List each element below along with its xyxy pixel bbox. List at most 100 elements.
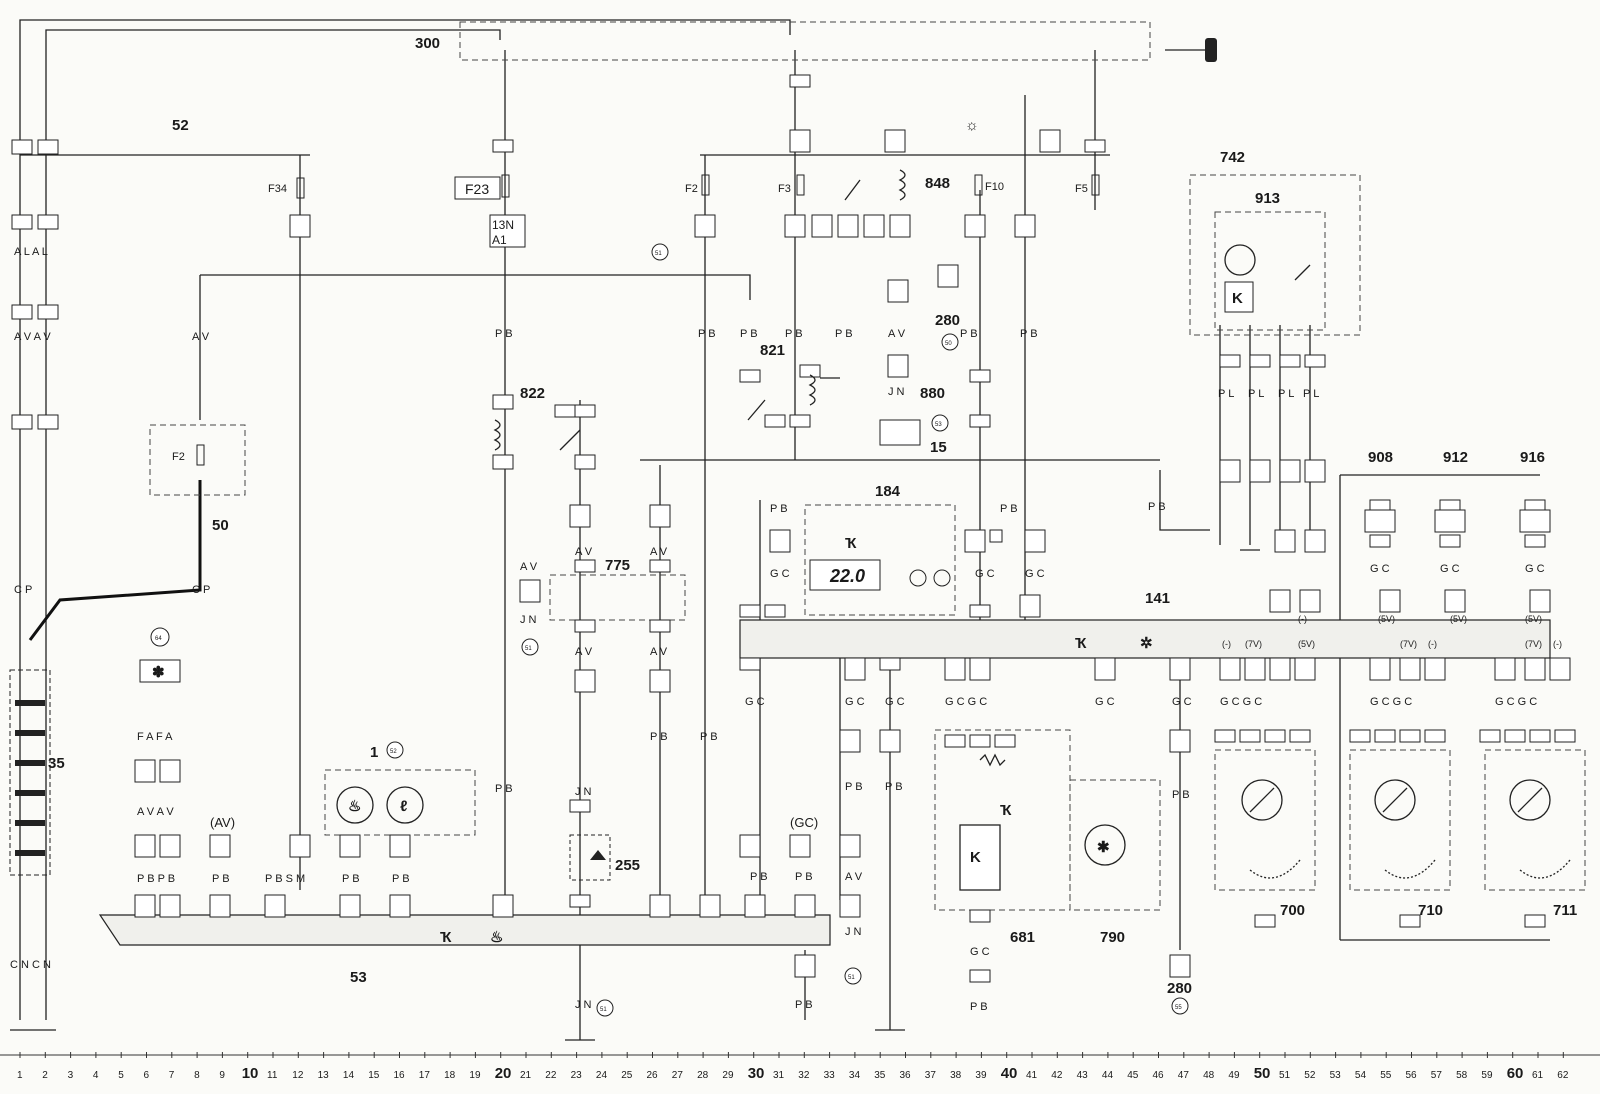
svg-text:P B: P B — [795, 871, 813, 883]
label-141: 141 — [1145, 590, 1170, 607]
axis-label: 42 — [1051, 1070, 1063, 1081]
axis-label: 9 — [219, 1070, 225, 1081]
svg-text:A V: A V — [650, 646, 668, 658]
label-av: (AV) — [210, 815, 235, 830]
label-822: 822 — [520, 385, 545, 402]
axis-label: 61 — [1532, 1070, 1544, 1081]
axis-label: 60 — [1507, 1065, 1524, 1082]
svg-text:(5V): (5V) — [1378, 614, 1395, 624]
svg-text:K: K — [970, 849, 981, 866]
axis-label: 7 — [169, 1070, 175, 1081]
svg-text:A V: A V — [845, 871, 863, 883]
fuse-f23-label: F23 — [454, 176, 501, 200]
axis-label: 58 — [1456, 1070, 1468, 1081]
axis-label: 14 — [343, 1070, 355, 1081]
svg-text:✱: ✱ — [1097, 839, 1110, 856]
connector-boxes — [11, 74, 1576, 983]
svg-text:P B: P B — [740, 328, 758, 340]
fuse-f2-left: F2 — [172, 451, 185, 463]
component-f2-outline — [149, 424, 246, 496]
fuse-f3: F3 — [778, 183, 791, 195]
sensors-1: ♨ ℓ — [336, 786, 424, 824]
label-52: 52 — [172, 117, 189, 134]
label-300: 300 — [415, 35, 440, 52]
axis-label: 24 — [596, 1070, 608, 1081]
label-821: 821 — [760, 342, 785, 359]
svg-text:13N: 13N — [492, 218, 514, 232]
svg-text:P B S M: P B S M — [265, 873, 305, 885]
component-681-outline — [934, 729, 1071, 911]
svg-text:51: 51 — [525, 646, 532, 652]
label-1: 1 — [370, 744, 378, 761]
svg-text:P B: P B — [750, 871, 768, 883]
svg-text:P L: P L — [1303, 388, 1319, 400]
axis-label: 62 — [1557, 1070, 1569, 1081]
svg-text:P B: P B — [845, 781, 863, 793]
svg-text:(7V): (7V) — [1525, 639, 1542, 649]
svg-text:(5V): (5V) — [1525, 614, 1542, 624]
svg-text:A V: A V — [650, 546, 668, 558]
motor-913: K — [1224, 244, 1311, 313]
wire-code-labels: A L A L A V A V C P C N C N A V C P P B … — [10, 246, 1545, 1013]
svg-text:Ҡ: Ҡ — [440, 929, 452, 946]
axis-label: 11 — [267, 1070, 278, 1081]
axis-label: 3 — [68, 1070, 74, 1081]
svg-text:P B: P B — [835, 328, 853, 340]
axis-label: 26 — [647, 1070, 659, 1081]
axis-label: 18 — [444, 1070, 456, 1081]
fuse-labels: F34 F2 F3 F10 F5 F2 — [172, 181, 1088, 463]
plug-icon — [1165, 38, 1217, 62]
label-916: 916 — [1520, 449, 1545, 466]
svg-text:53: 53 — [935, 422, 942, 428]
svg-text:52: 52 — [390, 749, 397, 755]
component-913-outline — [1214, 211, 1326, 331]
svg-text:G C: G C — [885, 696, 905, 708]
label-775: 775 — [605, 557, 630, 574]
svg-text:G C: G C — [1440, 563, 1460, 575]
axis-label: 55 — [1380, 1070, 1392, 1081]
axis-label: 5 — [118, 1070, 124, 1081]
svg-text:P L: P L — [1248, 388, 1264, 400]
axis-label: 20 — [495, 1065, 512, 1082]
svg-text:G C: G C — [1172, 696, 1192, 708]
axis-label: 16 — [394, 1070, 406, 1081]
svg-text:J N: J N — [520, 614, 537, 626]
svg-text:G C G C: G C G C — [1220, 696, 1262, 708]
svg-text:♨: ♨ — [348, 798, 361, 815]
display-184: Ҡ — [809, 535, 951, 591]
axis-label: 32 — [798, 1070, 810, 1081]
display-value: 22.0 — [829, 566, 865, 586]
svg-text:P B: P B — [392, 873, 410, 885]
axis-label: 59 — [1481, 1070, 1493, 1081]
fan-icon-64: ✽ — [139, 659, 181, 683]
label-280a: 280 — [935, 312, 960, 329]
svg-text:G C G C: G C G C — [945, 696, 987, 708]
axis-label: 19 — [469, 1070, 481, 1081]
svg-text:J N: J N — [845, 926, 862, 938]
axis-label: 45 — [1127, 1070, 1139, 1081]
axis-label: 37 — [925, 1070, 937, 1081]
svg-text:P B: P B — [1000, 503, 1018, 515]
component-775-outline — [549, 574, 686, 621]
svg-text:P B: P B — [970, 1001, 988, 1013]
svg-text:G C G C: G C G C — [1370, 696, 1412, 708]
svg-text:51: 51 — [848, 975, 855, 981]
svg-text:♨: ♨ — [490, 929, 503, 946]
axis-label: 33 — [824, 1070, 836, 1081]
axis-label: 15 — [368, 1070, 380, 1081]
svg-text:G C: G C — [770, 568, 790, 580]
svg-text:✽: ✽ — [152, 664, 165, 681]
module-880 — [879, 419, 921, 446]
svg-text:P B: P B — [700, 731, 718, 743]
axis-label: 56 — [1406, 1070, 1418, 1081]
label-912: 912 — [1443, 449, 1468, 466]
svg-text:K: K — [1232, 290, 1243, 307]
axis-label: 50 — [1254, 1065, 1271, 1082]
label-700: 700 — [1280, 902, 1305, 919]
svg-text:(-): (-) — [1553, 639, 1562, 649]
label-35: 35 — [48, 755, 65, 772]
axis-label: 49 — [1228, 1070, 1240, 1081]
svg-text:✲: ✲ — [1140, 635, 1153, 652]
label-280b: 280 — [1167, 980, 1192, 997]
component-711-outline — [1484, 749, 1586, 891]
